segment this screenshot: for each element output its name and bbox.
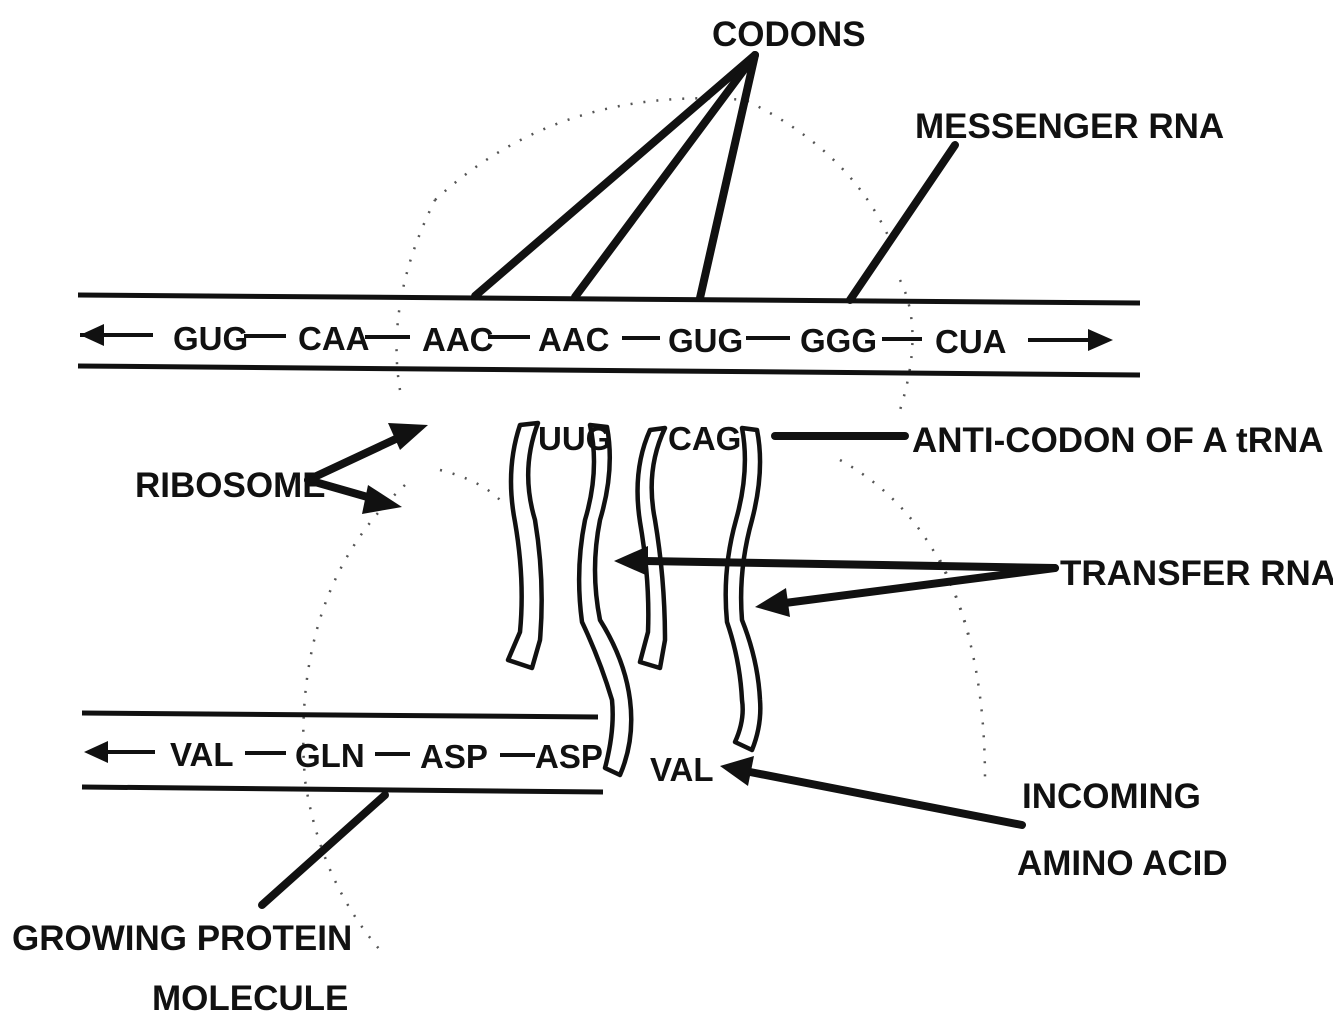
anticodon-right: CAG	[668, 420, 741, 457]
amino-acid: GLN	[295, 737, 365, 774]
codon: AAC	[538, 321, 610, 358]
codon-sequence: GUG CAA AAC AAC GUG GGG CUA	[173, 320, 1007, 360]
growing-protein-label-line1: GROWING PROTEIN	[12, 919, 352, 958]
codon: GGG	[800, 322, 877, 359]
ribosome-label: RIBOSOME	[135, 466, 326, 505]
amino-acid-sequence: VAL GLN ASP ASP VAL	[170, 736, 714, 788]
transfer-rna-left	[508, 423, 631, 775]
incoming-amino-acid-label-line2: AMINO ACID	[1017, 844, 1228, 883]
transfer-rna-label: TRANSFER RNA.	[1060, 554, 1333, 593]
anticodons: UUG CAG	[538, 420, 741, 457]
amino-acid: ASP	[535, 738, 603, 775]
amino-acid: ASP	[420, 738, 488, 775]
codon: CUA	[935, 323, 1007, 360]
codon: GUG	[668, 322, 743, 359]
incoming-amino-acid-label-line1: INCOMING	[1022, 777, 1201, 816]
anticodon-label: ANTI-CODON OF A tRNA	[912, 421, 1324, 460]
anticodon-left: UUG	[538, 420, 611, 457]
codon: GUG	[173, 320, 248, 357]
codon: CAA	[298, 320, 370, 357]
amino-acid: VAL	[170, 736, 234, 773]
transfer-rna-right	[638, 428, 761, 750]
incoming-amino-acid: VAL	[650, 751, 714, 788]
messenger-rna-label: MESSENGER RNA	[915, 107, 1224, 146]
codons-leader-lines	[475, 55, 955, 300]
codon: AAC	[422, 321, 494, 358]
growing-protein-label-line2: MOLECULE	[152, 979, 348, 1017]
codons-label: CODONS	[712, 15, 866, 54]
